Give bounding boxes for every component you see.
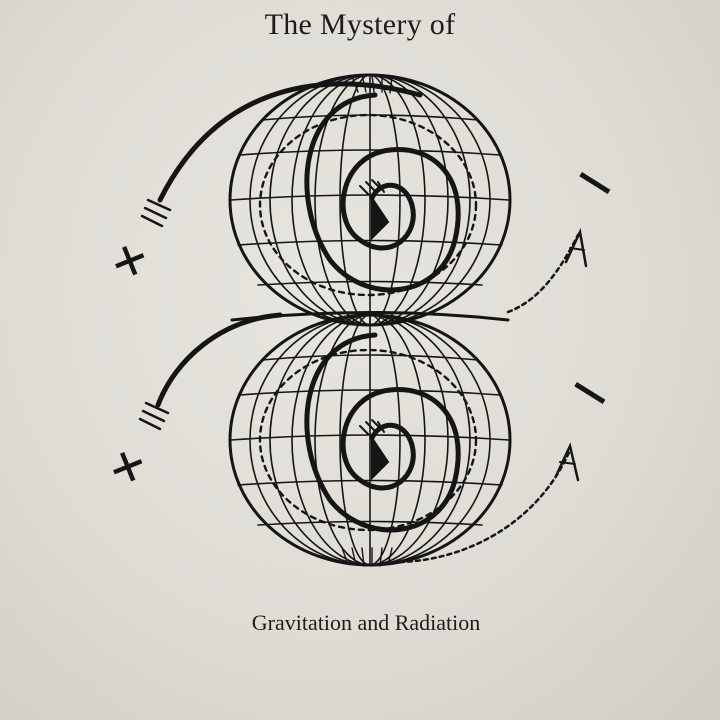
upper-incoming-arrow-icon — [140, 81, 423, 228]
page-heading-top: The Mystery of — [264, 8, 456, 41]
upper-spiral-icon — [304, 92, 461, 293]
upper-minus-sign: − — [556, 138, 633, 228]
lower-spiral-icon — [304, 332, 461, 533]
lower-plus-sign: + — [97, 427, 157, 506]
lower-globe-icon — [228, 313, 512, 567]
lower-outgoing-arrow-icon — [398, 442, 580, 564]
upper-outgoing-arrow-icon — [506, 227, 588, 314]
lower-minus-sign: − — [551, 348, 628, 438]
lower-incoming-arrow-icon — [138, 312, 283, 431]
upper-plus-sign: + — [99, 221, 159, 300]
page-heading-bottom: Gravitation and Radiation — [251, 610, 481, 635]
upper-globe-icon — [228, 73, 512, 327]
